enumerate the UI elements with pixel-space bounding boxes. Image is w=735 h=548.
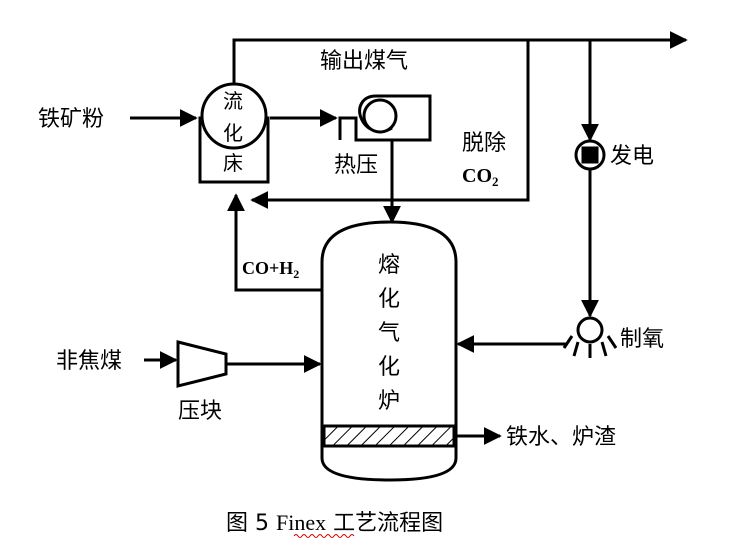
export-gas-line [232,31,688,86]
hot-metal-slag-label: 铁水、炉渣 [506,425,616,450]
power-generation-label: 发电 [610,144,654,169]
caption-suffix: 工艺流程图 [326,511,443,536]
non-coking-coal-label: 非焦煤 [56,349,122,374]
oxygen-plant-label: 制氧 [620,327,664,352]
caption-name: Finex [276,510,326,535]
export-gas-label: 输出煤气 [320,49,408,74]
oxygen-plant-icon [562,316,618,358]
melter-gasifier-label-4: 化 [378,355,400,380]
melter-gasifier-vessel [320,220,458,482]
reducing-gas-subscript: 2 [293,267,299,281]
caption-spellcheck-underline [293,534,355,538]
iron-ore-fines-label: 铁矿粉 [38,107,104,132]
reducing-gas-line [227,193,322,292]
briquetting-press-icon [176,340,228,388]
melter-gasifier-label-1: 熔 [378,253,400,278]
fluidized-bed-label-1: 流 [223,89,243,113]
co2-removal-label: 脱除 [462,131,506,156]
co2-subscript: 2 [492,174,499,189]
flow-lines [130,31,688,445]
melter-gasifier-label-5: 炉 [378,389,400,414]
caption-prefix: 图 5 [226,511,276,536]
fluidized-bed-circle [200,82,268,150]
hot-briquetting-press [338,94,432,142]
reducing-gas-label: CO+H2 [242,258,299,281]
fluidized-bed-reactor [198,82,270,184]
power-generator-icon [574,139,606,171]
melter-gasifier-label-2: 化 [378,287,400,312]
co2-formula-label: CO2 [462,165,499,189]
melter-gasifier-label-3: 气 [378,321,400,346]
figure-caption: 图 5 Finex 工艺流程图 [226,510,443,536]
co2-removal-loop [250,40,530,209]
fluidized-bed-label-2: 化 [223,121,243,145]
briquetting-label: 压块 [178,399,222,424]
fluidized-bed-label-3: 床 [223,151,243,175]
gasifier-hearth-hatch [322,424,456,448]
hot-briquetting-label: 热压 [334,153,378,178]
